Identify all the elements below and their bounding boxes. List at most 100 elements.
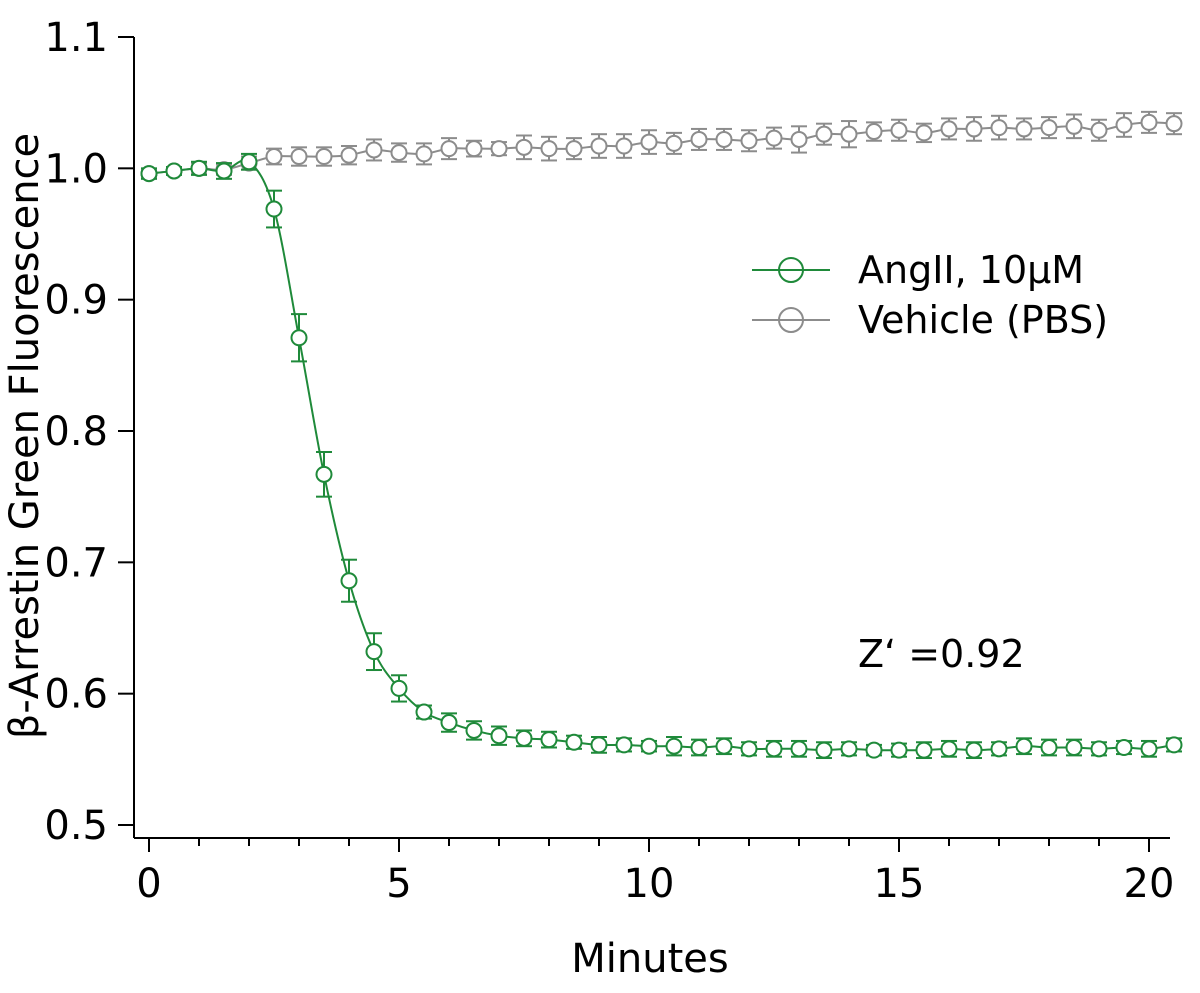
y-tick-label: 0.9 [44, 278, 108, 324]
data-point [340, 146, 358, 164]
data-point [1040, 739, 1058, 757]
data-point [1140, 740, 1158, 758]
data-point [240, 153, 258, 171]
data-point [865, 123, 883, 141]
y-tick-label: 0.7 [44, 540, 108, 586]
data-point [515, 729, 533, 747]
data-point [615, 736, 633, 754]
data-point [265, 148, 283, 166]
data-point [865, 741, 883, 759]
x-tick-label: 5 [386, 861, 411, 907]
data-point [715, 130, 733, 148]
data-point [965, 741, 983, 759]
data-point [265, 200, 283, 218]
data-point [590, 736, 608, 754]
data-point [565, 140, 583, 158]
data-point [490, 727, 508, 745]
data-point [415, 703, 433, 721]
legend-marker-vehicle [778, 307, 804, 333]
data-point [290, 148, 308, 166]
data-point [1165, 115, 1183, 133]
data-point [440, 714, 458, 732]
z-prime-annotation: Z‘ =0.92 [858, 632, 1025, 676]
data-point [940, 120, 958, 138]
data-point [665, 134, 683, 152]
data-point [915, 124, 933, 142]
x-tick-label: 0 [136, 861, 161, 907]
data-point [365, 141, 383, 159]
data-point [740, 740, 758, 758]
data-point [1115, 739, 1133, 757]
data-point [665, 737, 683, 755]
data-point [1065, 117, 1083, 135]
data-point [815, 125, 833, 143]
y-tick-label: 0.6 [44, 672, 108, 718]
data-point [1140, 113, 1158, 131]
data-point [1090, 740, 1108, 758]
data-point [965, 120, 983, 138]
data-point [1090, 121, 1108, 139]
data-point [765, 129, 783, 147]
data-point [890, 121, 908, 139]
data-point [615, 137, 633, 155]
data-point [1015, 737, 1033, 755]
data-point [315, 148, 333, 166]
data-point [690, 739, 708, 757]
data-point [365, 643, 383, 661]
x-tick-label: 10 [624, 861, 675, 907]
data-point [540, 140, 558, 158]
data-point [590, 137, 608, 155]
data-point [140, 165, 158, 183]
data-point [1065, 739, 1083, 757]
data-point [915, 741, 933, 759]
data-point [640, 737, 658, 755]
y-tick-label: 1.1 [44, 15, 108, 61]
data-point [740, 132, 758, 150]
data-point [490, 140, 508, 158]
data-point [290, 329, 308, 347]
data-point [165, 162, 183, 180]
data-point [790, 740, 808, 758]
data-point [465, 721, 483, 739]
y-axis-title: β-Arrestin Green Fluorescence [2, 133, 48, 739]
data-point [565, 733, 583, 751]
y-tick-label: 1.0 [44, 146, 108, 192]
axes: 0.5 0.6 0.7 0.8 0.9 1.0 1.1 0 5 10 15 20 [44, 15, 1174, 907]
data-point [315, 465, 333, 483]
data-point [465, 140, 483, 158]
plot-area [140, 110, 1183, 760]
data-point [1165, 736, 1183, 754]
data-point [415, 145, 433, 163]
data-point [515, 138, 533, 156]
data-point [1015, 120, 1033, 138]
y-tick-label: 0.8 [44, 409, 108, 455]
data-point [340, 572, 358, 590]
data-point [790, 130, 808, 148]
data-point [940, 740, 958, 758]
data-point [690, 130, 708, 148]
series-angii [140, 152, 1183, 760]
data-point [1040, 119, 1058, 137]
legend: AngII, 10μM Vehicle (PBS) [752, 248, 1108, 342]
x-tick-label: 20 [1124, 861, 1175, 907]
data-point [815, 741, 833, 759]
data-point [715, 737, 733, 755]
data-point [390, 679, 408, 697]
legend-label-vehicle: Vehicle (PBS) [858, 298, 1108, 342]
data-point [840, 125, 858, 143]
data-point [990, 740, 1008, 758]
x-tick-label: 15 [874, 861, 925, 907]
x-axis-title: Minutes [571, 936, 728, 982]
legend-marker-angii [778, 257, 804, 283]
data-point [190, 159, 208, 177]
data-point [390, 144, 408, 162]
data-point [640, 133, 658, 151]
y-tick-label: 0.5 [44, 803, 108, 849]
data-point [990, 119, 1008, 137]
data-point [765, 740, 783, 758]
data-point [540, 731, 558, 749]
data-point [840, 740, 858, 758]
series-vehicle [140, 110, 1183, 183]
data-point [215, 162, 233, 180]
